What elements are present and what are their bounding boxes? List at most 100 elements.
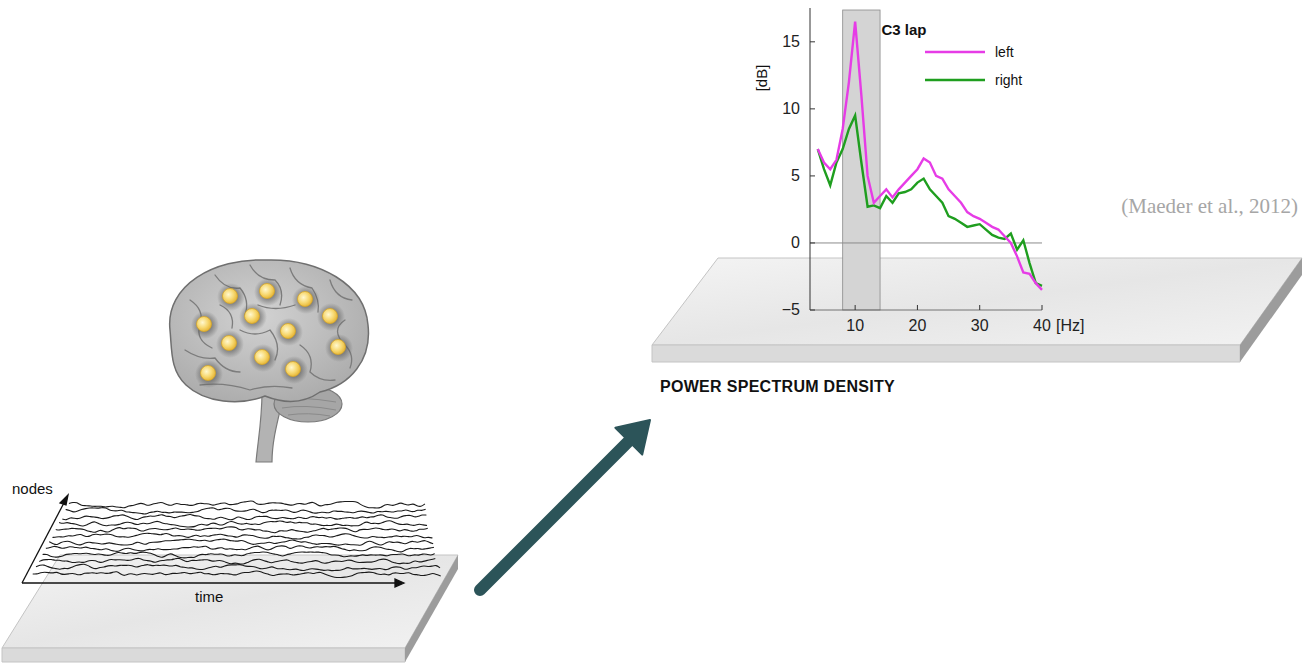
electrode-shadow: [325, 334, 353, 362]
brain-illustration-part-part: [288, 414, 330, 416]
right-plate-part: [652, 345, 1240, 362]
brain-illustration: [170, 260, 369, 462]
y-axis: [810, 8, 811, 310]
y-tick: [810, 108, 815, 109]
left-plate-part: [2, 555, 458, 648]
time-series: [33, 501, 441, 578]
brain-illustration-part: [191, 278, 353, 388]
right-plate-part: [1240, 258, 1302, 362]
axis-arrows-part: [395, 579, 404, 587]
axis-arrows-part: [22, 499, 66, 583]
y-tick: [810, 175, 815, 176]
electrode-shadow: [191, 311, 219, 339]
electrode-dot: [260, 284, 275, 299]
axis-label: time: [195, 588, 223, 605]
panel-caption: POWER SPECTRUM DENSITY: [660, 378, 895, 396]
electrode-shadow: [317, 303, 345, 331]
tick-label: 0: [791, 234, 800, 252]
axis-arrows: [22, 495, 404, 587]
y-tick: [810, 242, 815, 243]
right-plate: [652, 258, 1302, 362]
electrode-dot: [286, 362, 301, 377]
tick-label: 10: [846, 317, 864, 335]
signal-trace: [59, 521, 427, 527]
signal-trace: [52, 533, 432, 539]
electrode-shadow: [216, 330, 244, 358]
x-tick: [979, 305, 980, 310]
signal-trace: [43, 552, 435, 558]
brain-illustration-part-part: [250, 265, 282, 305]
electrode-dot: [197, 317, 212, 332]
left-plate: [2, 555, 458, 662]
electrode-dot: [255, 350, 270, 365]
left-plate-part: [2, 648, 405, 662]
brain-illustration-part: [185, 265, 352, 390]
brain-illustration-part-part: [282, 406, 336, 410]
tick-label: 15: [782, 33, 800, 51]
tick-label: 30: [971, 317, 989, 335]
electrode-shadow: [280, 356, 308, 384]
legend-sample: [925, 51, 985, 53]
electrode-dot: [223, 289, 238, 304]
signal-trace: [62, 515, 426, 520]
electrode-shadow: [217, 283, 245, 311]
psd-chart: [810, 8, 1042, 310]
x-tick: [917, 305, 918, 310]
electrode-shadow: [249, 344, 277, 372]
brain-illustration-part-part: [330, 280, 352, 300]
electrode-dot: [222, 336, 237, 351]
x-tick: [855, 305, 856, 310]
electrode-dot: [298, 292, 313, 307]
legend-sample: [925, 79, 985, 81]
signal-trace: [36, 564, 440, 570]
time-series-plate: nodes time: [0, 470, 480, 664]
right-plate-part: [652, 258, 1302, 345]
axis-label: nodes: [12, 480, 53, 497]
signal-trace: [69, 501, 425, 508]
signal-trace: [39, 558, 435, 564]
electrode-shadow: [239, 303, 267, 331]
legend-label: left: [995, 44, 1014, 60]
x-tick: [1042, 305, 1043, 310]
electrode-shadow: [195, 360, 223, 388]
signal-trace: [56, 527, 428, 533]
arrow-shaft: [480, 439, 631, 590]
x-axis: [810, 310, 1042, 311]
axis-arrows-part: [60, 495, 68, 505]
signal-trace: [33, 571, 441, 578]
electrode-dot: [281, 324, 296, 339]
tick-label: 40: [1033, 317, 1051, 335]
tick-label: 20: [909, 317, 927, 335]
tick-label: −5: [782, 301, 800, 319]
chart-title: C3 lap: [881, 21, 926, 38]
legend-label: right: [995, 72, 1022, 88]
axis-arrows-part: [22, 582, 398, 583]
electrode-dot: [245, 309, 260, 324]
electrode-shadow: [254, 278, 282, 306]
arrow-head: [615, 420, 650, 455]
y-tick: [810, 310, 815, 311]
axis-unit: [dB]: [753, 65, 770, 92]
axis-unit: [Hz]: [1056, 317, 1084, 335]
y-tick: [810, 41, 815, 42]
citation: (Maeder et al., 2012): [1121, 194, 1298, 218]
brain-illustration-part: [170, 260, 369, 402]
left-curve: [818, 22, 1042, 290]
tick-label: 10: [782, 100, 800, 118]
electrode-dot: [331, 340, 346, 355]
signal-trace: [46, 546, 434, 552]
right-curve: [818, 116, 1042, 286]
electrode-shadow: [275, 318, 303, 346]
signal-trace: [49, 539, 433, 545]
flow-arrow: [480, 420, 650, 590]
zero-line: [810, 242, 1042, 243]
tick-label: 5: [791, 167, 800, 185]
left-plate-part: [405, 555, 458, 662]
spectrum-plate: POWER SPECTRUM DENSITY: [650, 255, 1250, 430]
signal-trace: [66, 508, 426, 514]
electrode-shadow: [292, 286, 320, 314]
electrode-dot: [201, 366, 216, 381]
